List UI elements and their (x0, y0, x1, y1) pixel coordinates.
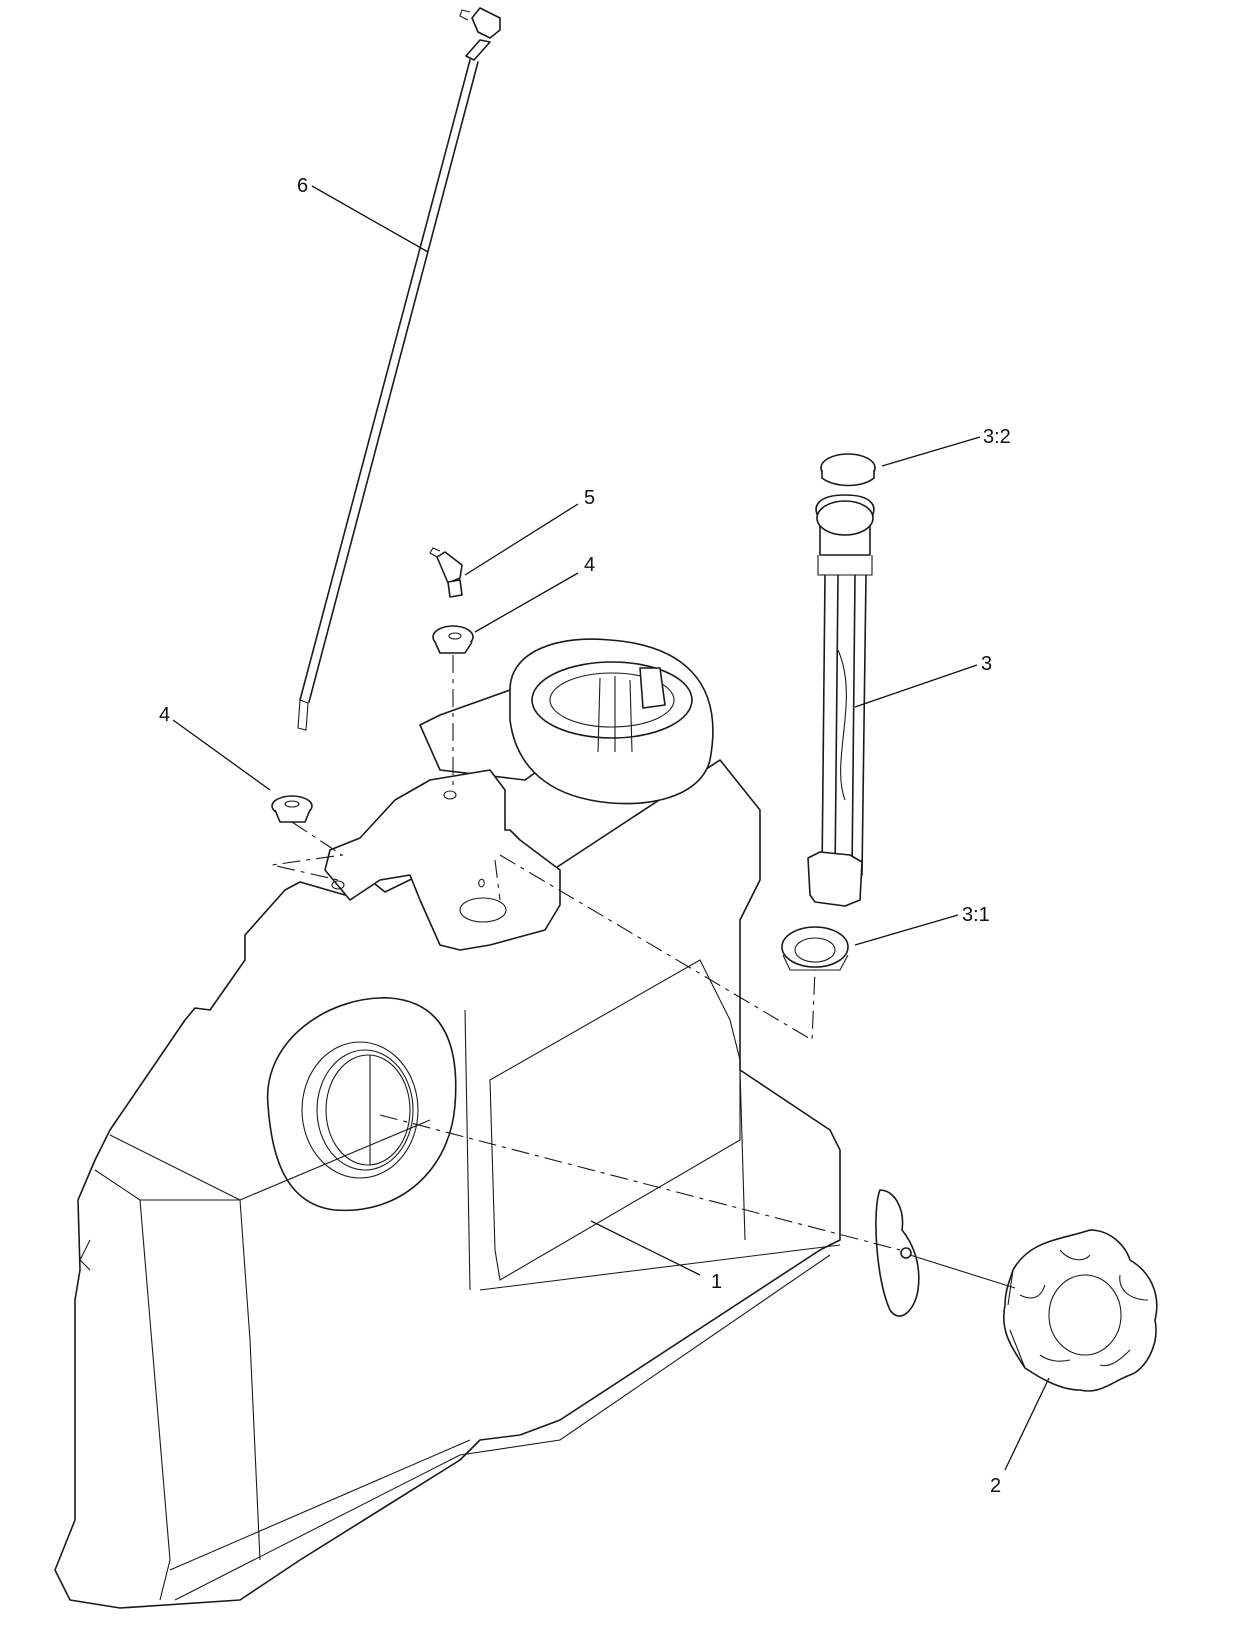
gauge-grommet (781, 926, 849, 971)
callout-1: 1 (711, 1271, 722, 1293)
assembly-lines (271, 655, 1016, 1289)
callout-4-middle: 4 (584, 554, 595, 576)
callout-leaders (172, 185, 1050, 1471)
fuel-cap (1002, 1229, 1158, 1392)
gauge-cap (820, 453, 876, 487)
callout-3-2: 3:2 (983, 426, 1011, 448)
elbow-fitting (429, 547, 463, 598)
callout-3-1: 3:1 (962, 904, 990, 926)
grommet-middle (432, 625, 474, 654)
fuel-gauge-sender (807, 494, 875, 907)
callout-3: 3 (981, 653, 992, 675)
grommet-left (271, 795, 313, 823)
callout-4-left: 4 (159, 704, 170, 726)
callout-5: 5 (584, 487, 595, 509)
callout-2: 2 (990, 1475, 1001, 1497)
callout-labels: 6 5 4 4 3:2 3 3:1 1 2 (159, 175, 1011, 1497)
fuel-line-tube (297, 7, 501, 731)
filler-gasket (875, 1189, 920, 1317)
callout-6: 6 (297, 175, 308, 197)
fuel-tank (54, 638, 841, 1609)
